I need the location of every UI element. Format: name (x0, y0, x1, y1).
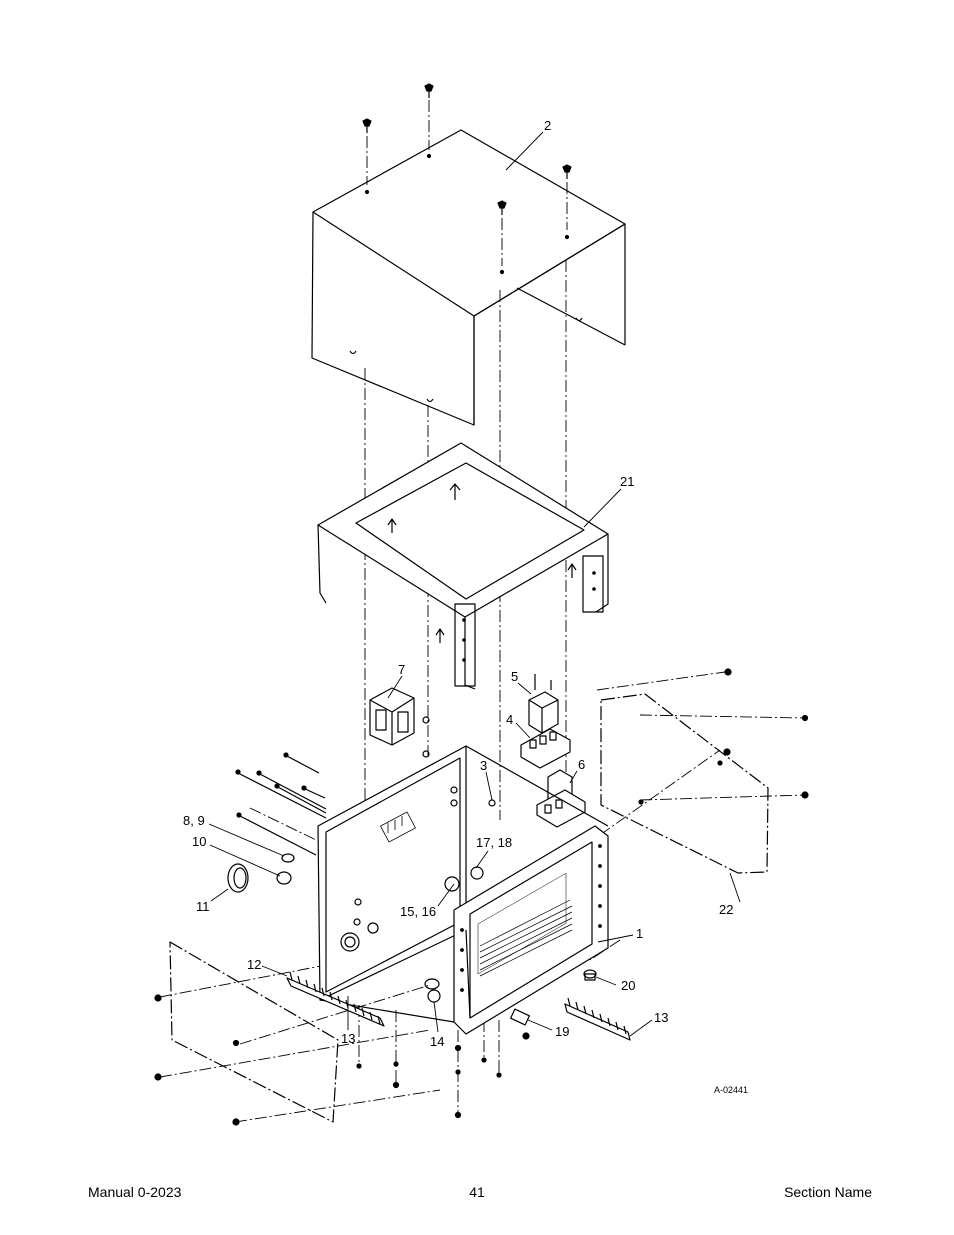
side-panel (169, 941, 339, 1123)
rear-panel-screws (638, 668, 809, 805)
callout-5: 5 (511, 669, 518, 684)
footer-manual-number: Manual 0-2023 (88, 1184, 182, 1200)
relay (528, 674, 559, 734)
side-panel-screws (154, 994, 240, 1126)
meter (227, 863, 249, 893)
callout-22: 22 (719, 902, 733, 917)
terminal-block (520, 728, 571, 769)
callout-19: 19 (555, 1024, 569, 1039)
callout-7: 7 (398, 662, 405, 677)
front-screws (235, 752, 327, 856)
cable-gland (424, 978, 441, 1003)
rubber-foot (583, 969, 597, 981)
bottom-screws (356, 1044, 502, 1119)
callout-11: 11 (196, 899, 210, 914)
drawing-number: A-02441 (714, 1085, 748, 1095)
transformer (369, 687, 430, 758)
main-chassis (317, 745, 609, 1035)
callout-10: 10 (192, 834, 206, 849)
contactor (536, 769, 586, 828)
callout-4: 4 (506, 712, 513, 727)
output-terminal-strip-front (286, 971, 385, 1027)
callout-17-18: 17, 18 (476, 835, 512, 850)
callout-2: 2 (544, 118, 551, 133)
footer-page-number: 41 (469, 1184, 485, 1200)
callout-15-16: 15, 16 (400, 904, 436, 919)
top-frame (317, 442, 609, 690)
rear-panel (600, 693, 769, 874)
top-cover (311, 129, 626, 426)
callout-14: 14 (430, 1034, 444, 1049)
callout-3: 3 (480, 758, 487, 773)
callout-13-left: 13 (341, 1031, 355, 1046)
fuse-holder (510, 1008, 530, 1040)
exploded-parts-diagram: 2 21 7 5 4 3 6 8, 9 10 17, 18 11 15, 16 … (154, 83, 809, 1126)
panel-switches (276, 853, 295, 885)
callout-8-9: 8, 9 (183, 813, 205, 828)
callout-labels: 2 21 7 5 4 3 6 8, 9 10 17, 18 11 15, 16 … (183, 118, 748, 1095)
output-terminal-strip-rear (564, 997, 631, 1041)
callout-21: 21 (620, 474, 634, 489)
callout-12: 12 (247, 957, 261, 972)
callout-1: 1 (636, 926, 643, 941)
callout-20: 20 (621, 978, 635, 993)
leader-lines (208, 131, 741, 1037)
top-screws (362, 83, 572, 275)
callout-13-right: 13 (654, 1010, 668, 1025)
callout-6: 6 (578, 757, 585, 772)
footer-section-name: Section Name (784, 1184, 872, 1200)
